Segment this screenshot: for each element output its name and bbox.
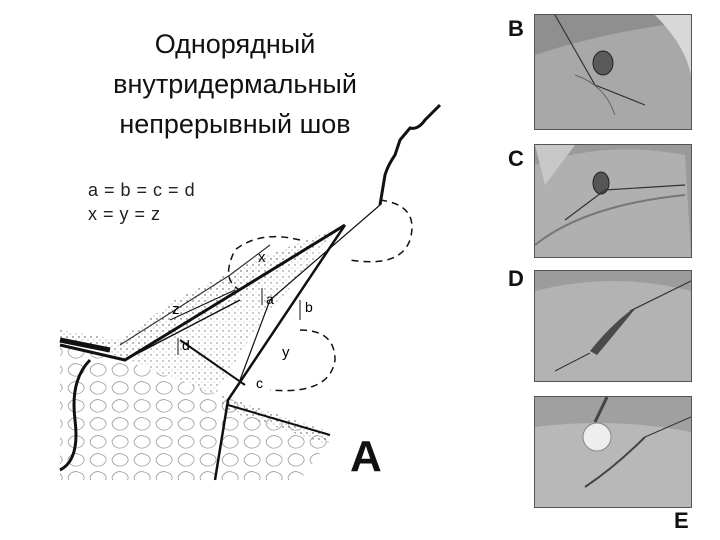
suture-thread-tail [380, 105, 440, 205]
photo-d [534, 270, 692, 382]
label-a: a [266, 291, 274, 307]
panel-label-b: B [508, 16, 524, 42]
label-c: c [256, 375, 263, 391]
photo-c [534, 144, 692, 258]
suture-loop-upper [350, 200, 412, 262]
panel-label-d: D [508, 266, 524, 292]
label-d: d [182, 337, 190, 353]
label-b: b [305, 299, 313, 315]
photo-b [534, 14, 692, 130]
label-z: z [172, 301, 180, 318]
photo-e [534, 396, 692, 508]
suture-diagram: x y z a b c d [40, 95, 500, 495]
label-x: x [258, 249, 266, 266]
panel-label-e: E [674, 508, 689, 534]
label-y: y [282, 344, 290, 361]
suture-loop-y [270, 330, 335, 391]
panel-label-a: A [350, 432, 382, 482]
title-line-1: Однорядный [70, 24, 400, 64]
panel-label-c: C [508, 146, 524, 172]
